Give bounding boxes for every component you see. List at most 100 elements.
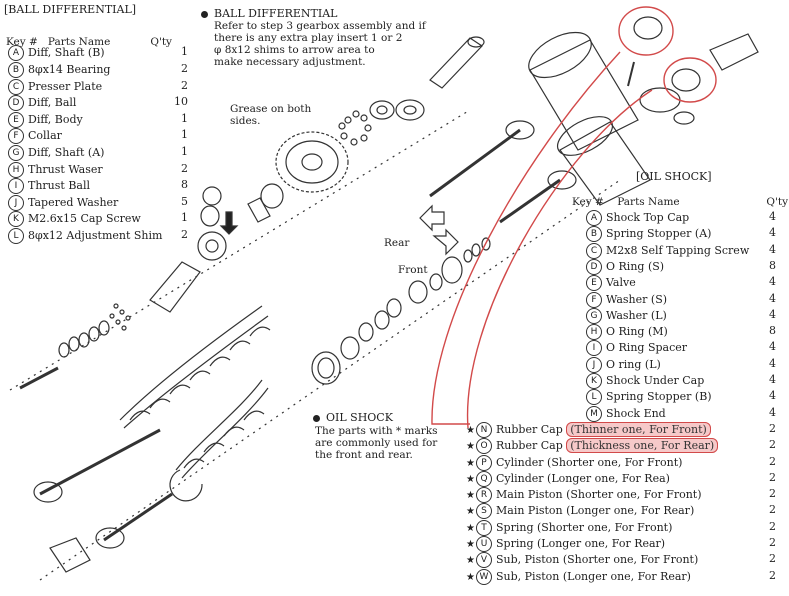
highlighted-spec: (Thinner one, For Front)	[566, 421, 711, 437]
star-icon: ★	[466, 506, 475, 518]
key-badge: H	[586, 324, 602, 341]
key-badge: L	[8, 228, 24, 244]
part-name: Spring Stopper (B)	[606, 390, 712, 404]
part-qty: 2	[769, 454, 776, 468]
star-icon: ★	[466, 522, 475, 534]
diff-balls-drawing	[338, 110, 372, 146]
valve-drawing	[441, 256, 463, 284]
part-name: Rubber Cap	[496, 422, 563, 436]
ball-diff-row: J Tapered Washer	[8, 195, 118, 211]
part-qty: 4	[769, 307, 776, 321]
key-badge: K	[586, 373, 602, 389]
part-name: Thrust Ball	[28, 179, 91, 192]
part-name: Washer (L)	[606, 308, 667, 322]
key-badge: B	[586, 226, 602, 243]
key-badge: U	[476, 536, 492, 552]
rear-label: Rear	[384, 237, 410, 249]
part-name: Diff, Shaft (A)	[28, 146, 105, 159]
part-qty: 1	[181, 112, 188, 125]
ball-diff-section-label: [BALL DIFFERENTIAL]	[4, 3, 137, 16]
part-qty: 2	[181, 79, 188, 92]
key-badge: O	[476, 438, 492, 455]
shock-top-cap-drawing	[709, 33, 759, 71]
star-icon: ★	[466, 539, 475, 550]
key-badge: C	[8, 79, 24, 95]
oil-shock-row: H O Ring (M)	[586, 324, 668, 341]
front-label: Front	[398, 264, 428, 276]
sub-piston-short-drawing	[103, 492, 173, 542]
part-name: Shock Under Cap	[606, 374, 705, 387]
diff-gear-drawing	[275, 131, 349, 193]
key-badge: N	[476, 421, 492, 438]
part-qty: 2	[769, 536, 776, 549]
key-badge: G	[8, 145, 24, 161]
main-piston-short-drawing	[499, 178, 561, 224]
ball-diff-title: BALL DIFFERENTIAL	[214, 7, 338, 20]
star-icon: ★	[466, 555, 475, 567]
part-qty: 2	[181, 162, 188, 175]
key-badge: G	[586, 307, 602, 324]
part-name: O Ring (M)	[606, 325, 668, 339]
part-qty: 2	[769, 519, 776, 533]
part-name: Rubber Cap	[496, 439, 563, 453]
ball-diff-row: G Diff, Shaft (A)	[8, 145, 104, 161]
part-qty: 2	[769, 438, 776, 452]
shock-end-drawing	[49, 537, 91, 573]
key-badge: D	[8, 95, 24, 111]
cylinder-short-drawing	[556, 116, 651, 206]
star-icon: ★	[466, 571, 475, 583]
cap-screw-drawing	[19, 366, 59, 390]
part-name: Spring Stopper (A)	[606, 227, 712, 241]
part-qty: 4	[769, 226, 776, 240]
part-name: Diff, Shaft (B)	[28, 46, 105, 59]
rubber-cap-thin-drawing	[671, 68, 701, 92]
oil-shock-row: ★N Rubber Cap (Thinner one, For Front)	[466, 421, 711, 438]
part-qty: 2	[181, 228, 188, 241]
rubber-cap-thick-circle	[618, 6, 674, 56]
diff-shaft-b-drawing	[429, 36, 485, 89]
callout-line-n	[466, 89, 653, 429]
part-qty: 2	[769, 568, 776, 582]
part-name: Sub, Piston (Shorter one, For Front)	[496, 553, 699, 567]
callout-line-o	[431, 51, 621, 425]
oil-shock-title: OIL SHOCK	[326, 411, 393, 424]
part-name: Spring (Shorter one, For Front)	[496, 520, 673, 534]
part-name: Tapered Washer	[28, 196, 119, 209]
part-qty: 1	[181, 211, 188, 224]
key-badge: J	[586, 356, 602, 373]
part-qty: 2	[769, 421, 776, 435]
part-name: 8φx14 Bearing	[28, 63, 111, 76]
spring-stopper-drawing	[169, 469, 203, 502]
part-name: 8φx12 Adjustment Shim	[28, 229, 163, 242]
part-name: Shock End	[606, 406, 666, 420]
key-badge: I	[8, 178, 24, 194]
part-name: O Ring Spacer	[606, 341, 688, 355]
grease-note: Grease on both sides.	[230, 103, 312, 127]
shock-under-cap-drawing	[311, 351, 341, 385]
star-icon: ★	[466, 424, 475, 436]
spring-long-drawing	[119, 305, 271, 429]
sub-piston-long-drawing	[39, 428, 161, 496]
oil-shock-row: K Shock Under Cap	[586, 373, 704, 389]
ball-diff-note: Refer to step 3 gearbox assembly and if …	[214, 20, 426, 68]
key-badge: J	[8, 195, 24, 211]
part-qty: 4	[769, 275, 776, 289]
ball-diff-row: L 8φx12 Adjustment Shim	[8, 228, 162, 244]
key-badge: E	[8, 112, 24, 128]
ball-diff-title-block: BALL DIFFERENTIAL	[201, 7, 337, 20]
rubber-cap-thick-drawing	[633, 16, 663, 40]
main-piston-long-drawing	[429, 128, 521, 198]
star-icon: ★	[466, 441, 475, 453]
oil-shock-row: B Spring Stopper (A)	[586, 226, 712, 243]
star-icon: ★	[466, 473, 475, 485]
